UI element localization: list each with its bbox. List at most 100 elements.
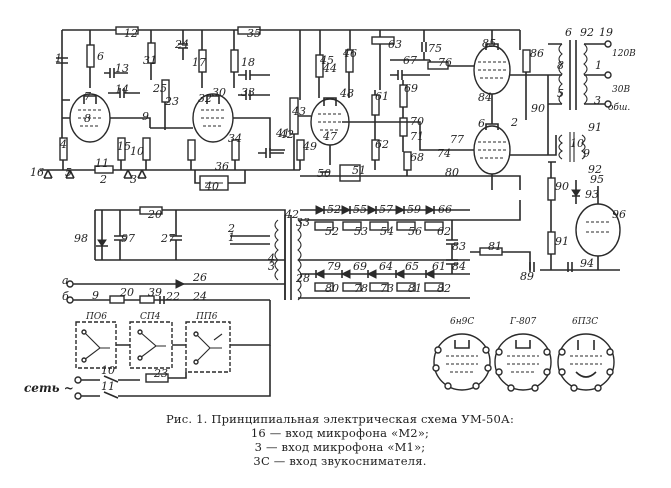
component-label: 73 [380,282,394,295]
component-label: 24 [174,38,189,51]
component-label: 32 [198,92,212,105]
component-label: 35 [247,27,261,40]
component-label: 42 [279,128,294,141]
component-label: 39 [148,286,162,299]
component-label: 84 [452,260,466,273]
mains-label: сеть ~ [24,381,74,395]
component-label: 43 [291,105,306,118]
component-label: 64 [379,260,393,273]
pinout-6n9s [432,333,492,391]
component-label: 61 [432,260,446,273]
component-label: 6 [478,117,485,130]
component-label: 28 [295,272,310,285]
component-label: 50 [317,167,331,180]
component-label: 84 [478,91,492,104]
component-label: 83 [452,240,466,253]
power-supply [94,200,531,301]
component-label: 91 [555,235,569,248]
component-label: 48 [339,87,354,100]
component-label: 19 [599,26,613,39]
component-label: 17 [192,56,206,69]
component-label: 2 [510,116,518,129]
component-label: 92 [588,163,602,176]
component-label: 25 [152,82,167,95]
component-label: 14 [115,83,129,96]
component-label: 4 [267,252,275,265]
component-label: 47 [322,130,337,143]
component-label: 15 [117,140,131,153]
component-label: 2 [99,173,107,186]
component-label: 51 [352,164,366,177]
caption-line-1: 16 — вход микрофона «М2»; [250,426,430,440]
component-label: 1 [595,59,602,72]
component-label: 85 [482,37,496,50]
component-label: 26 [192,271,207,284]
component-label: 33 [296,216,310,229]
component-label: 97 [121,232,135,245]
component-label: 54 [380,225,394,238]
component-label: 78 [354,282,368,295]
component-label: 95 [590,173,604,186]
component-label: 10 [570,137,584,150]
component-label: 6н9С [450,317,474,327]
component-label: 86 [530,47,544,60]
component-label: 18 [241,56,255,69]
component-label: 5 [65,166,72,179]
component-label: 3 [268,260,275,273]
component-label: 2 [227,222,235,235]
driver-stage [289,29,520,182]
component-label: 24 [192,290,207,303]
component-label: 77 [450,133,464,146]
component-label: 1 [55,52,62,65]
component-label: 5 [557,87,564,100]
component-label: 55 [353,203,367,216]
component-label: 70 [410,115,424,128]
component-label: 76 [438,56,452,69]
component-label: 52 [325,225,339,238]
component-label: 98 [74,232,88,245]
component-label: 62 [437,225,451,238]
component-label: Г-807 [509,317,536,327]
component-label: 56 [408,225,422,238]
component-label: 96 [612,208,626,221]
component-label: 20 [147,208,162,221]
component-label: 10 [101,364,115,377]
output-stage [440,30,621,272]
component-label: обш. [608,102,630,113]
diode-bridge-upper [300,205,470,231]
component-label: 9 [142,110,149,123]
diode-bridge-lower [300,269,470,292]
component-label: 68 [410,151,424,164]
component-label: 49 [302,140,317,153]
preamp-stage [40,26,301,191]
caption-line-2: 3 — вход микрофона «М1»; [254,440,426,454]
component-label: a [62,274,69,287]
component-label: 10 [130,145,144,158]
component-label: 11 [101,380,115,393]
component-label: 65 [405,260,419,273]
component-label: 63 [388,38,402,51]
component-label: 94 [580,257,594,270]
component-label: 33 [241,86,255,99]
caption-line-3: 3С — вход звукоснимателя. [253,454,427,468]
component-label: 13 [115,62,129,75]
component-label: 62 [375,138,389,151]
component-label: 41 [275,127,290,140]
component-label: 30В [612,85,630,95]
component-label: 120В [612,49,636,59]
component-label: 80 [445,166,459,179]
component-label: 12 [124,27,138,40]
component-label: 53 [354,225,368,238]
figure-caption: Рис. 1. Принципиальная электрическая схе… [120,412,560,468]
component-label: 8 [84,112,91,125]
component-label: 3 [594,94,601,107]
component-label: 89 [520,270,534,283]
component-label: 23 [164,95,179,108]
component-label: 74 [437,147,451,160]
pinout-6p3s [557,333,615,392]
switch-label-po6: ПО6 [85,312,107,322]
component-label: 40 [204,180,219,193]
switch-label-pp6: ПП6 [195,312,218,322]
component-label: 69 [404,82,418,95]
